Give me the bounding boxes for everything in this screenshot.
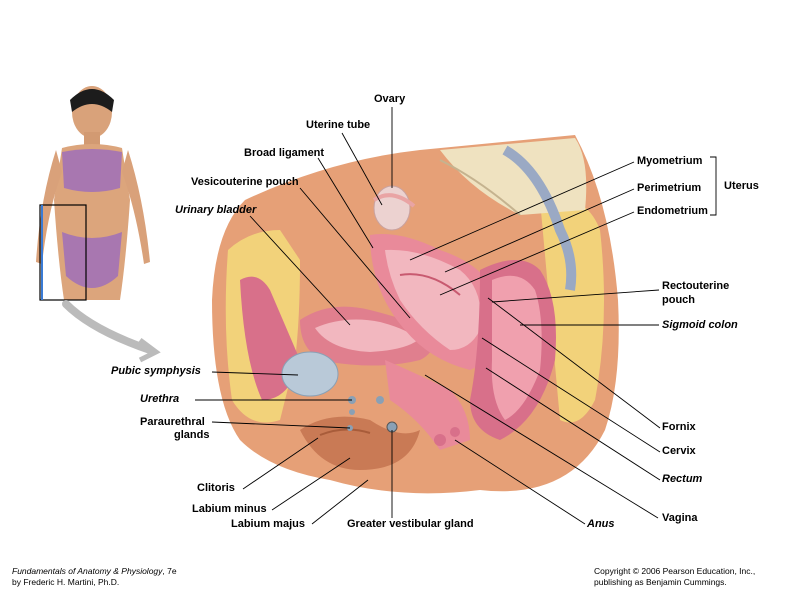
footer-copyright-line2: publishing as Benjamin Cummings. [594, 577, 727, 587]
label-greater-vestibular-gland: Greater vestibular gland [347, 518, 474, 530]
label-pubic-symphysis: Pubic symphysis [111, 365, 201, 377]
footer-book-title: Fundamentals of Anatomy & Physiology [12, 566, 163, 576]
label-uterus: Uterus [724, 180, 759, 192]
label-rectouterine-pouch-line2: pouch [662, 294, 695, 306]
label-paraurethral-line1: Paraurethral [140, 416, 205, 428]
footer-credit: Fundamentals of Anatomy & Physiology, 7e… [12, 566, 177, 588]
label-vagina: Vagina [662, 512, 698, 524]
label-paraurethral-line2: glands [174, 429, 210, 441]
label-labium-majus: Labium majus [231, 518, 305, 530]
label-perimetrium: Perimetrium [637, 182, 702, 194]
label-sigmoid-colon: Sigmoid colon [662, 319, 738, 331]
footer-edition: , 7e [162, 566, 177, 576]
sagittal-section [212, 135, 619, 494]
label-fornix: Fornix [662, 421, 696, 433]
label-urethra: Urethra [140, 393, 180, 405]
label-broad-ligament: Broad ligament [244, 147, 325, 159]
footer-copyright: Copyright © 2006 Pearson Education, Inc.… [594, 566, 755, 588]
label-cervix: Cervix [662, 445, 696, 457]
label-urinary-bladder: Urinary bladder [175, 204, 257, 216]
label-endometrium: Endometrium [637, 205, 708, 217]
leader-lines [195, 107, 717, 525]
label-labium-minus: Labium minus [192, 503, 267, 515]
label-anus: Anus [587, 518, 615, 530]
label-rectouterine-pouch-line1: Rectouterine [662, 280, 730, 292]
label-vesicouterine-pouch: Vesicouterine pouch [191, 176, 299, 188]
label-myometrium: Myometrium [637, 155, 703, 167]
label-rectum: Rectum [662, 473, 703, 485]
label-uterine-tube: Uterine tube [306, 119, 371, 131]
label-ovary: Ovary [374, 93, 406, 105]
reference-body-figure [36, 86, 161, 363]
footer-author: by Frederic H. Martini, Ph.D. [12, 577, 120, 587]
footer-copyright-line1: Copyright © 2006 Pearson Education, Inc.… [594, 566, 756, 576]
label-clitoris: Clitoris [197, 482, 235, 494]
